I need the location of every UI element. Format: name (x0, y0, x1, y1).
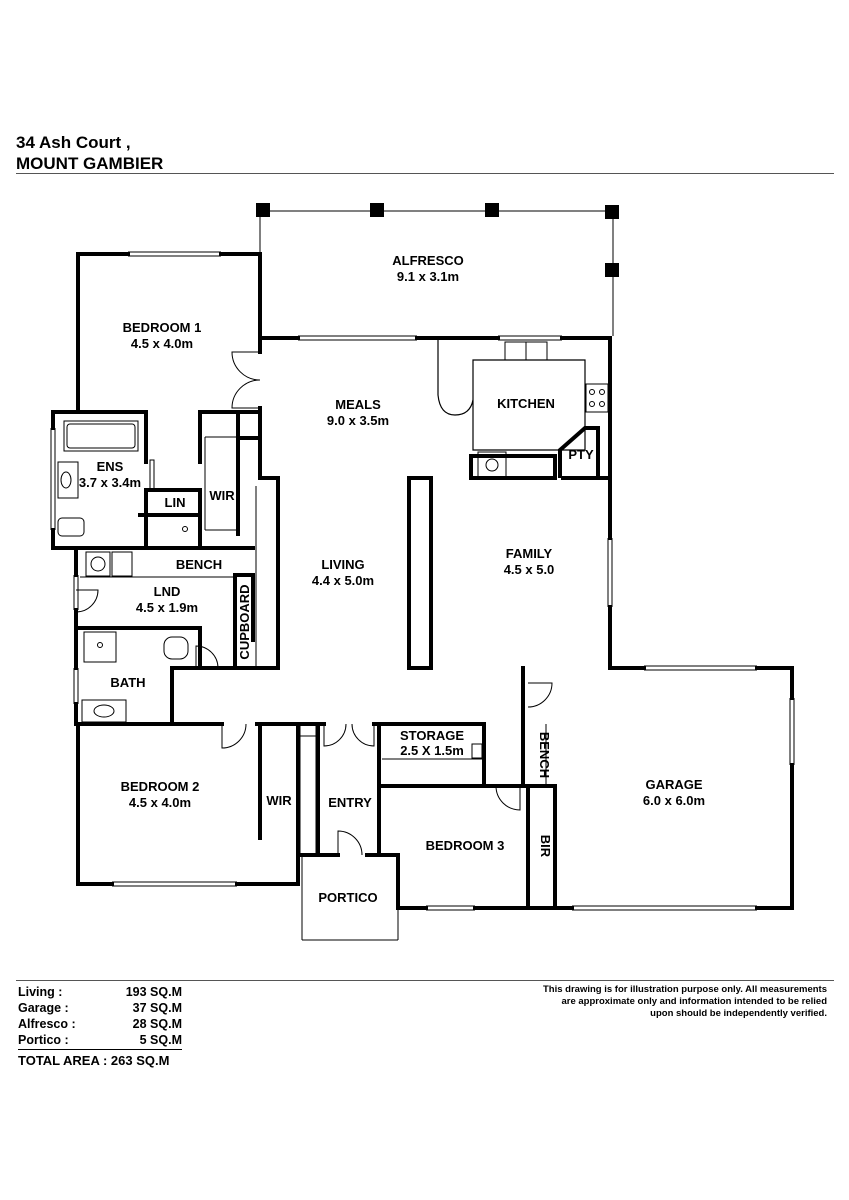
area-value: 37 SQ.M (132, 1001, 182, 1015)
label-ens: ENS (97, 459, 124, 474)
label-wir-1: WIR (209, 488, 235, 503)
total-area: TOTAL AREA : 263 SQ.M (18, 1053, 170, 1068)
alfresco-posts (256, 203, 619, 277)
disclaimer-line: are approximate only and information int… (561, 996, 827, 1007)
dim-storage: 2.5 X 1.5m (400, 743, 464, 758)
total-rule (18, 1049, 182, 1050)
label-pty: PTY (568, 447, 594, 462)
address-line-1: 34 Ash Court , (16, 133, 131, 152)
label-garage: GARAGE (645, 777, 702, 792)
disclaimer-line: upon should be independently verified. (650, 1008, 827, 1019)
area-value: 193 SQ.M (125, 985, 182, 999)
disclaimer: This drawing is for illustration purpose… (497, 984, 827, 1020)
header-rule (16, 173, 834, 174)
fixtures (57, 340, 609, 855)
dim-living: 4.4 x 5.0m (312, 573, 374, 588)
area-label: Garage : (18, 1001, 69, 1015)
label-bench-garage: BENCH (537, 732, 552, 778)
dim-bedroom-1: 4.5 x 4.0m (131, 336, 193, 351)
label-lin: LIN (165, 495, 186, 510)
address-line-2: MOUNT GAMBIER (16, 154, 164, 173)
label-entry: ENTRY (328, 795, 372, 810)
label-bath: BATH (110, 675, 145, 690)
label-bedroom-2: BEDROOM 2 (121, 779, 200, 794)
label-bench-lnd: BENCH (176, 557, 222, 572)
area-value: 28 SQ.M (132, 1017, 182, 1031)
disclaimer-line: This drawing is for illustration purpose… (543, 984, 827, 995)
label-bedroom-1: BEDROOM 1 (123, 320, 202, 335)
dim-ens: 3.7 x 3.4m (79, 475, 141, 490)
area-value: 5 SQ.M (139, 1033, 182, 1047)
label-alfresco: ALFRESCO (392, 253, 464, 268)
label-kitchen: KITCHEN (497, 396, 555, 411)
label-bedroom-3: BEDROOM 3 (426, 838, 505, 853)
dim-bedroom-2: 4.5 x 4.0m (129, 795, 191, 810)
label-family: FAMILY (506, 546, 553, 561)
walls (51, 252, 794, 910)
windows (50, 251, 795, 941)
dim-family: 4.5 x 5.0 (504, 562, 555, 577)
area-label: Alfresco : (18, 1017, 76, 1031)
label-wir-2: WIR (266, 793, 292, 808)
area-label: Portico : (18, 1033, 69, 1047)
dim-garage: 6.0 x 6.0m (643, 793, 705, 808)
label-living: LIVING (321, 557, 364, 572)
dim-alfresco: 9.1 x 3.1m (397, 269, 459, 284)
area-label: Living : (18, 985, 63, 999)
label-meals: MEALS (335, 397, 381, 412)
dim-lnd: 4.5 x 1.9m (136, 600, 198, 615)
label-bir: BIR (538, 835, 553, 858)
footer-rule (16, 980, 834, 981)
label-lnd: LND (154, 584, 181, 599)
dim-meals: 9.0 x 3.5m (327, 413, 389, 428)
label-storage: STORAGE (400, 728, 464, 743)
doors (75, 351, 553, 856)
label-portico: PORTICO (318, 890, 377, 905)
label-cupboard: CUPBOARD (237, 584, 252, 659)
